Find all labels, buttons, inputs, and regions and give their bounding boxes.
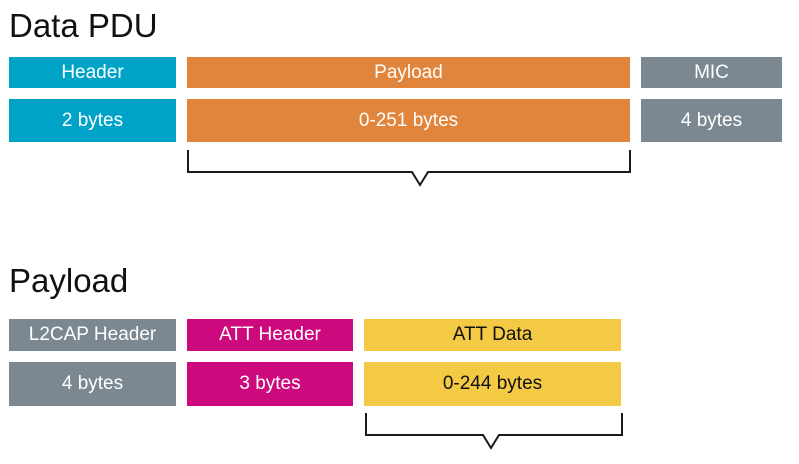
payload-title: Payload	[9, 262, 129, 299]
payload-label-cell: Payload	[187, 57, 630, 88]
l2cap-header-size-cell: 4 bytes	[9, 362, 176, 406]
header-label-cell: Header	[9, 57, 176, 88]
att-data-expand-bracket	[365, 413, 623, 450]
header-size-cell: 2 bytes	[9, 99, 176, 142]
l2cap-header-label-cell: L2CAP Header	[9, 319, 176, 351]
mic-label-cell: MIC	[641, 57, 782, 88]
payload-expand-bracket	[187, 150, 631, 187]
att-header-label-cell: ATT Header	[187, 319, 353, 351]
att-data-size-cell: 0-244 bytes	[364, 362, 621, 406]
mic-size-cell: 4 bytes	[641, 99, 782, 142]
payload-size-cell: 0-251 bytes	[187, 99, 630, 142]
att-data-label-cell: ATT Data	[364, 319, 621, 351]
att-header-size-cell: 3 bytes	[187, 362, 353, 406]
data-pdu-title: Data PDU	[9, 7, 158, 44]
